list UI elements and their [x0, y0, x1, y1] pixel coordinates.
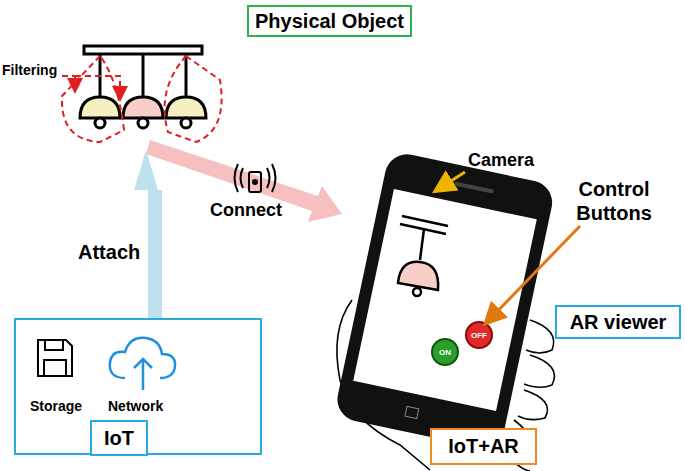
icon-label: Network [108, 398, 163, 414]
storage-icon [38, 340, 72, 376]
phone [333, 150, 556, 451]
signal-icon [235, 164, 276, 192]
camera-leader [437, 172, 465, 190]
box-title: AR viewer [570, 311, 667, 334]
on-button [432, 339, 458, 365]
box-title: IoT+AR [448, 435, 519, 458]
attach-arrow [134, 150, 162, 318]
button-text: ON [439, 348, 451, 357]
connect-arrow [146, 140, 342, 222]
box-title: IoT [104, 427, 134, 450]
camera-label: Camera [468, 150, 534, 171]
node-box: IoT+AR [430, 428, 537, 465]
off-button [466, 322, 492, 348]
connect-label: Connect [210, 200, 282, 221]
node-box: Physical Object [247, 5, 412, 37]
attach-label: Attach [78, 241, 140, 264]
button-text: OFF [471, 331, 487, 340]
box-title: Physical Object [255, 10, 404, 33]
filter-label: Filtering [2, 62, 57, 78]
node-box: AR viewer [555, 305, 681, 339]
buttons-label: Control Buttons [560, 177, 668, 225]
network-icon [110, 338, 175, 390]
icon-label: Storage [30, 398, 82, 414]
node-box: Storage NetworkIoT [14, 318, 262, 455]
filter-region [62, 56, 222, 142]
node-box: IoT [90, 420, 148, 456]
screen-lamp [398, 216, 448, 296]
